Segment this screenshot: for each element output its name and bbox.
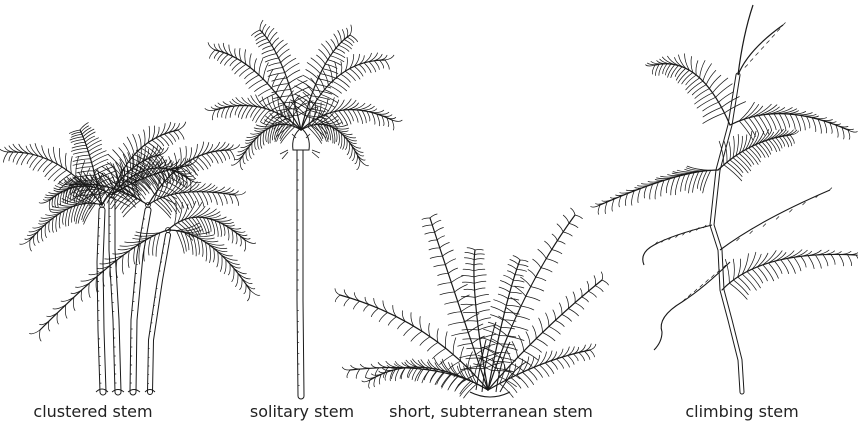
frond-leaflets <box>362 358 473 396</box>
caption-short-subterranean-stem: short, subterranean stem <box>389 402 593 421</box>
frond <box>208 43 306 130</box>
frond <box>301 108 368 170</box>
frond <box>722 250 858 299</box>
frond-rachis <box>718 135 790 170</box>
short-subterranean-stem-palm-illustration <box>335 208 609 398</box>
frond-rachis <box>722 254 856 290</box>
caption-clustered-stem: clustered stem <box>33 402 152 421</box>
frond <box>168 201 256 251</box>
frond-leaflets <box>719 129 798 181</box>
frond-leaflets <box>20 188 96 251</box>
frond <box>231 107 301 170</box>
solitary-crownshaft <box>293 128 310 150</box>
climbing-cirrus-lower <box>654 262 730 350</box>
stem-fill <box>100 210 103 392</box>
frond <box>362 358 488 396</box>
frond-rachis <box>488 350 590 390</box>
climbing-stem-palm-illustration <box>591 5 858 392</box>
clustered-stem-3 <box>130 210 148 392</box>
frond-leaflets <box>342 360 477 398</box>
frond-leaflets <box>739 102 857 140</box>
frond-rachis <box>30 203 102 240</box>
clustered-stem-4 <box>148 235 168 392</box>
frond-leaflets <box>335 289 481 386</box>
frond-rachis <box>600 170 718 205</box>
clustered-stem-2 <box>109 200 118 392</box>
climbing-main-stem <box>712 75 742 392</box>
clustered-stem-palm-illustration <box>0 122 260 392</box>
clustered-stem-1 <box>97 210 103 392</box>
short-stem-base <box>470 392 510 397</box>
frond-rachis <box>340 295 488 390</box>
climbing-cirrus-left <box>643 225 712 265</box>
solitary-stem-palm-illustration <box>205 20 402 396</box>
frond-leaflets <box>479 208 583 372</box>
frond <box>718 129 799 181</box>
frond <box>730 102 857 140</box>
frond <box>591 166 718 214</box>
caption-solitary-stem: solitary stem <box>250 402 354 421</box>
climbing-tip <box>738 5 753 75</box>
solitary-trunk <box>297 150 301 396</box>
stem-fill <box>300 150 301 396</box>
frond <box>461 248 503 390</box>
frond-leaflets <box>252 20 318 118</box>
caption-climbing-stem: climbing stem <box>685 402 798 421</box>
frond <box>168 223 260 301</box>
frond-leaflets <box>175 201 256 251</box>
